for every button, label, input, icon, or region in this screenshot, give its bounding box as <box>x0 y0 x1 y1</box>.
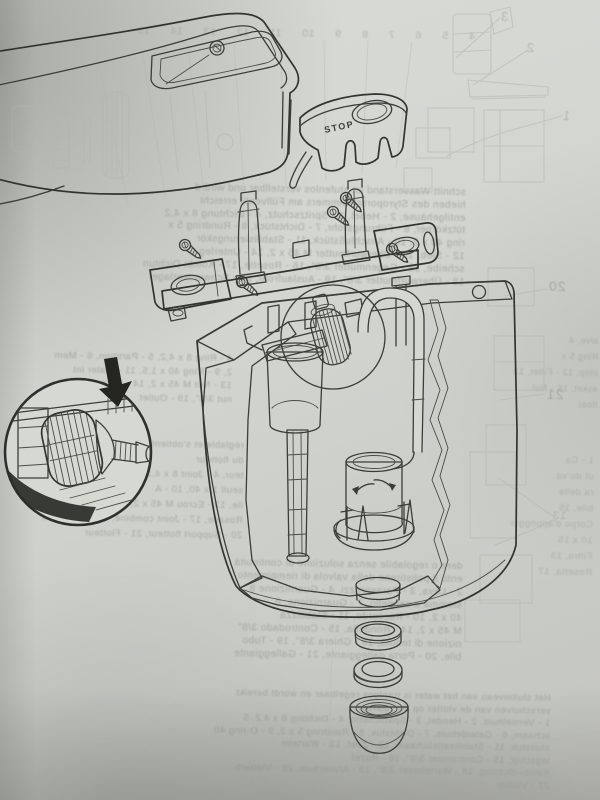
bracket-right-post <box>341 178 371 265</box>
tank-top-wall-section <box>196 280 513 361</box>
overflow-pipe-assembly <box>357 275 426 453</box>
flat-gasket-ring <box>353 657 403 689</box>
inset-shadow <box>5 468 96 522</box>
adjustment-gear-wheel <box>310 293 352 366</box>
tank-screw-boss-hole <box>471 284 487 300</box>
tank-outlet-stub <box>355 576 401 608</box>
inset-valve-nipple <box>111 439 151 464</box>
valve-shank-tube <box>286 429 310 564</box>
inset-knurled-wheel <box>40 409 104 487</box>
tank-torn-edge <box>427 299 451 589</box>
ghost-reverse-page-diagram <box>11 6 600 796</box>
down-arrow-icon <box>99 357 132 407</box>
bracket-left-plate <box>149 258 232 322</box>
bracket-left-post <box>235 190 267 287</box>
stop-button-label: STOP <box>323 119 355 135</box>
float-cup <box>266 342 324 434</box>
bracket-right-plate <box>373 222 439 271</box>
fill-valve-assembly <box>243 293 364 564</box>
tank-floor-section <box>239 575 441 612</box>
rotation-arrows <box>352 479 396 495</box>
detail-highlight-circle <box>280 284 386 390</box>
tank-left-wall-section <box>202 321 297 589</box>
bevel-seal-ring <box>354 620 402 651</box>
cistern-tank-cutaway <box>196 275 518 618</box>
cap-nut <box>349 695 409 754</box>
flush-valve-assembly <box>333 451 415 551</box>
lid-button-recess <box>150 30 283 90</box>
lid-screw-cap <box>209 40 225 56</box>
flush-button-part: STOP <box>289 93 408 189</box>
detail-inset-circle <box>3 357 153 527</box>
button-spring-leg <box>289 151 313 189</box>
cistern-lid-drawing <box>0 12 300 205</box>
mounting-bracket <box>149 178 439 322</box>
